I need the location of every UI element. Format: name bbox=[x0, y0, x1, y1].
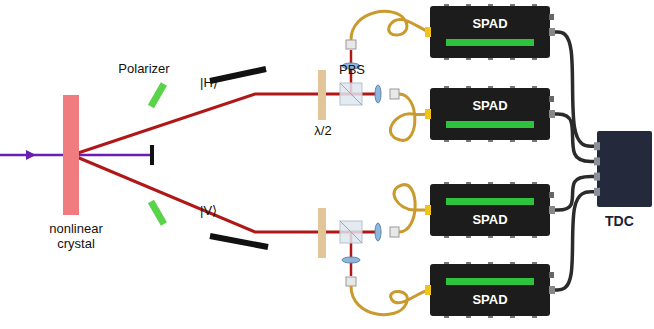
fiber-port bbox=[425, 285, 431, 295]
signal-port bbox=[549, 206, 555, 214]
fiber-port bbox=[425, 205, 431, 215]
part-label: λ/2 bbox=[308, 124, 338, 139]
detector-label: SPAD bbox=[430, 212, 550, 227]
tdc-label: TDC bbox=[605, 213, 634, 229]
polarizer bbox=[148, 82, 167, 108]
status-bar bbox=[446, 198, 534, 205]
box-outline bbox=[597, 131, 652, 207]
beam-stop bbox=[150, 145, 154, 165]
part-label: PBS bbox=[334, 63, 370, 78]
detector-body bbox=[430, 6, 550, 58]
upper-beam bbox=[72, 94, 318, 155]
optical-fiber bbox=[351, 11, 430, 314]
detector-body bbox=[430, 88, 550, 140]
fiber-port bbox=[425, 109, 431, 119]
signal-port bbox=[549, 14, 554, 20]
box-outline bbox=[430, 184, 550, 236]
detector-body bbox=[430, 264, 550, 316]
status-bar bbox=[446, 39, 534, 46]
spad-detector: SPAD bbox=[430, 184, 550, 236]
lens bbox=[342, 63, 381, 263]
detector-body bbox=[430, 184, 550, 236]
half-wave-plate bbox=[318, 208, 326, 258]
nonlinear-crystal bbox=[63, 95, 79, 215]
mirror bbox=[210, 69, 266, 81]
part-label: |H⟩ bbox=[200, 76, 240, 91]
tdc-box: TDC bbox=[597, 131, 652, 207]
fiber-port bbox=[425, 27, 431, 37]
tdc-body bbox=[597, 131, 652, 207]
detector-label: SPAD bbox=[430, 98, 550, 113]
detector-label: SPAD bbox=[430, 292, 550, 307]
lower-beam bbox=[72, 155, 318, 232]
input-port bbox=[594, 188, 600, 196]
input-port bbox=[594, 142, 600, 150]
detector-label: SPAD bbox=[430, 16, 550, 31]
polarizer bbox=[148, 200, 167, 226]
signal-cable bbox=[554, 32, 595, 146]
pump-arrow bbox=[26, 150, 36, 160]
signal-cable bbox=[554, 114, 595, 161]
signal-cable bbox=[554, 192, 595, 290]
input-port bbox=[594, 157, 600, 165]
signal-port bbox=[549, 286, 555, 294]
part-label: nonlinear crystal bbox=[34, 222, 118, 252]
mirror bbox=[210, 236, 268, 247]
part-label: |V⟩ bbox=[200, 204, 240, 219]
input-port bbox=[594, 173, 600, 181]
signal-port bbox=[549, 110, 555, 118]
status-bar bbox=[446, 121, 534, 128]
spad-detector: SPAD bbox=[430, 264, 550, 316]
box-outline bbox=[430, 6, 550, 58]
spad-detector: SPAD bbox=[430, 6, 550, 58]
pbs-cube bbox=[340, 83, 362, 243]
signal-port bbox=[549, 272, 554, 278]
part-label: Polarizer bbox=[104, 62, 184, 77]
spad-detector: SPAD bbox=[430, 88, 550, 140]
signal-port bbox=[549, 96, 554, 102]
status-bar bbox=[446, 278, 534, 285]
signal-port bbox=[549, 192, 554, 198]
box-outline bbox=[430, 264, 550, 316]
signal-port bbox=[549, 28, 555, 36]
box-outline bbox=[430, 88, 550, 140]
half-wave-plate bbox=[318, 70, 326, 120]
